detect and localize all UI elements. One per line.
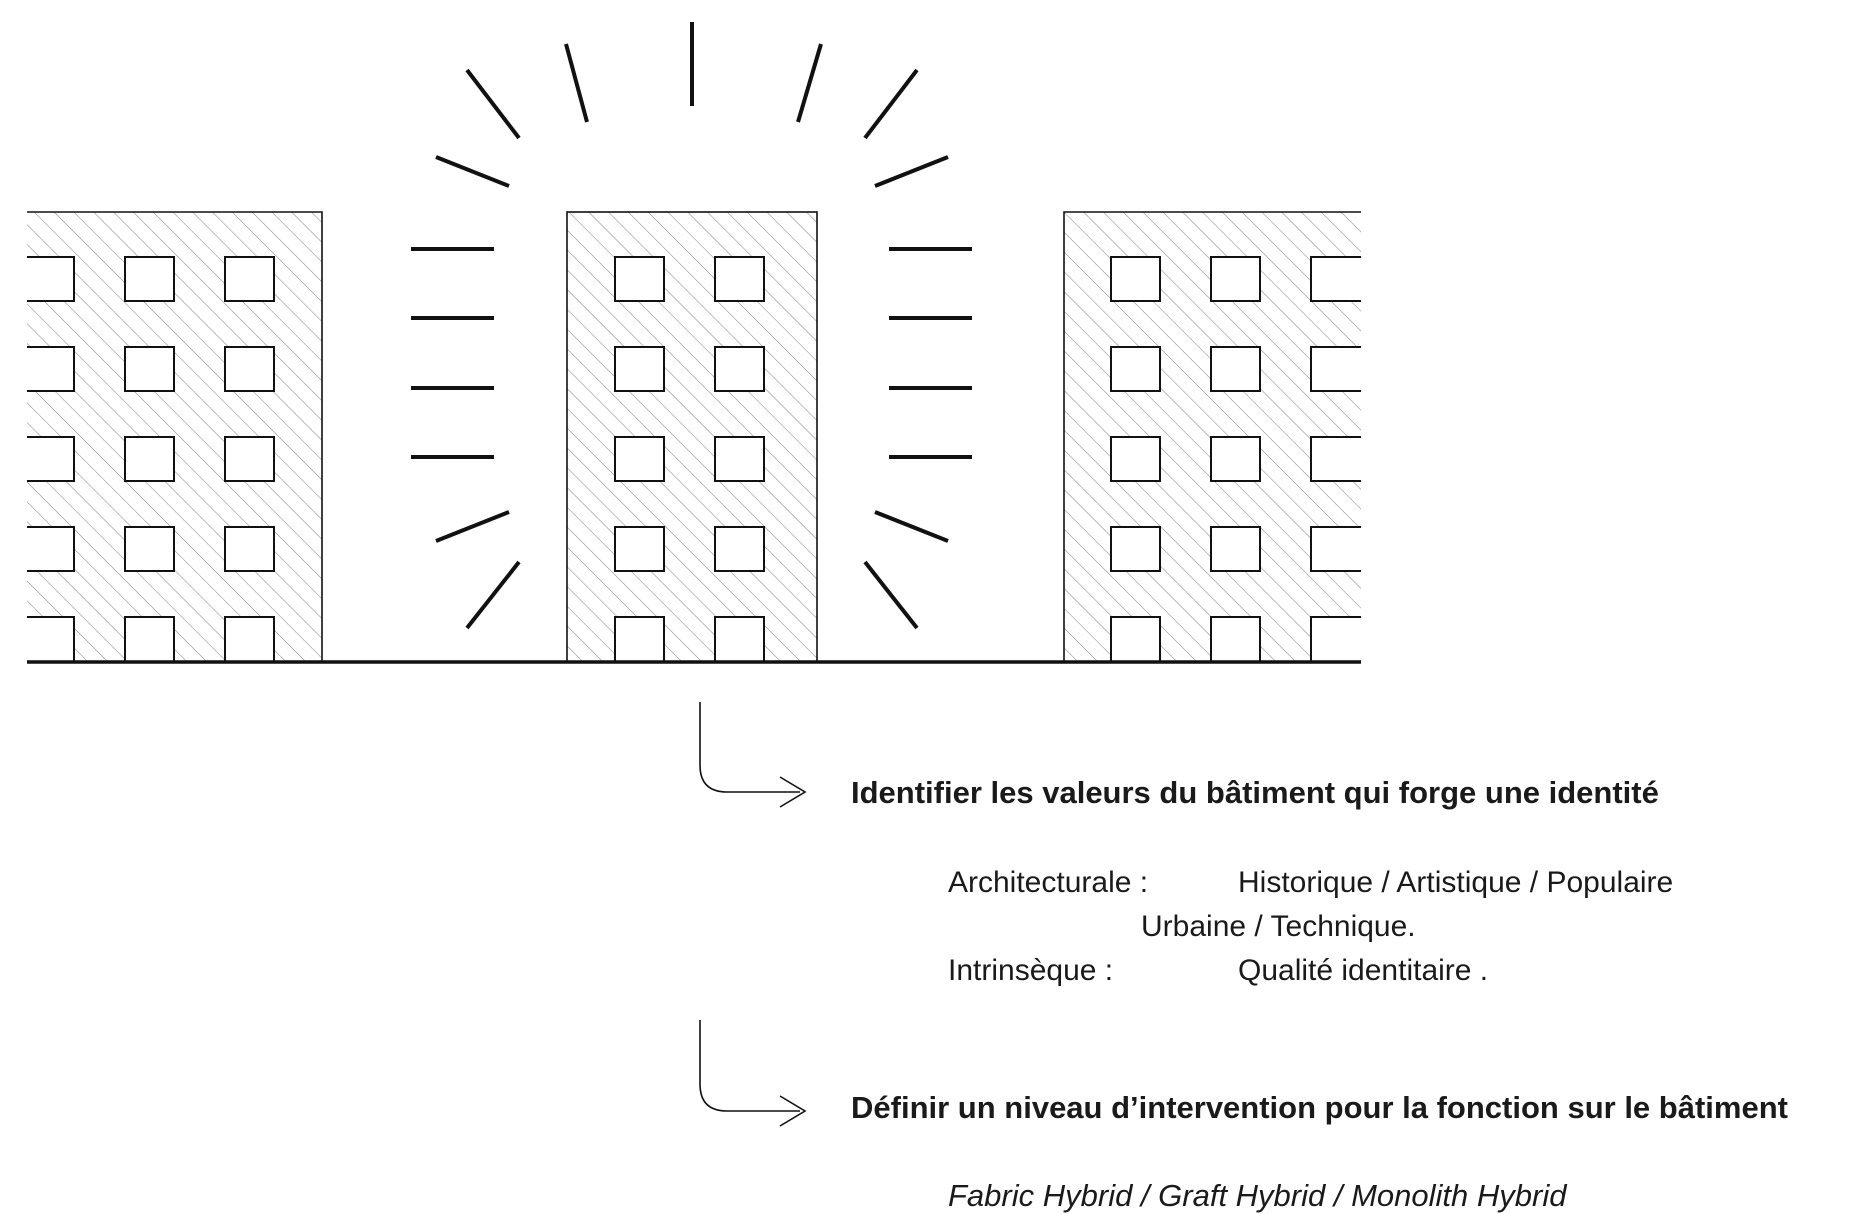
heading-define-intervention: Définir un niveau d’intervention pour la…: [851, 1090, 1788, 1125]
architecturale-label: Architecturale :: [948, 866, 1149, 899]
heading-identify-values: Identifier les valeurs du bâtiment qui f…: [851, 775, 1659, 810]
architecturale-values-line1: Historique / Artistique / Populaire: [1238, 866, 1674, 899]
right-building: [1064, 212, 1361, 662]
intrinseque-value: Qualité identitaire .: [1238, 954, 1489, 987]
center-building: [566, 211, 818, 663]
left-building-windows: [27, 256, 275, 662]
intrinseque-label: Intrinsèque :: [948, 954, 1114, 987]
left-building: [27, 212, 322, 662]
emphasis-rays: [411, 22, 972, 630]
arrow-2: [699, 1020, 807, 1127]
center-building-windows: [614, 256, 765, 663]
hybrid-types: Fabric Hybrid / Graft Hybrid / Monolith …: [948, 1178, 1567, 1213]
arrow-1: [699, 702, 807, 808]
architecturale-values-line2: Urbaine / Technique.: [1141, 910, 1416, 943]
right-building-windows: [1110, 256, 1361, 662]
